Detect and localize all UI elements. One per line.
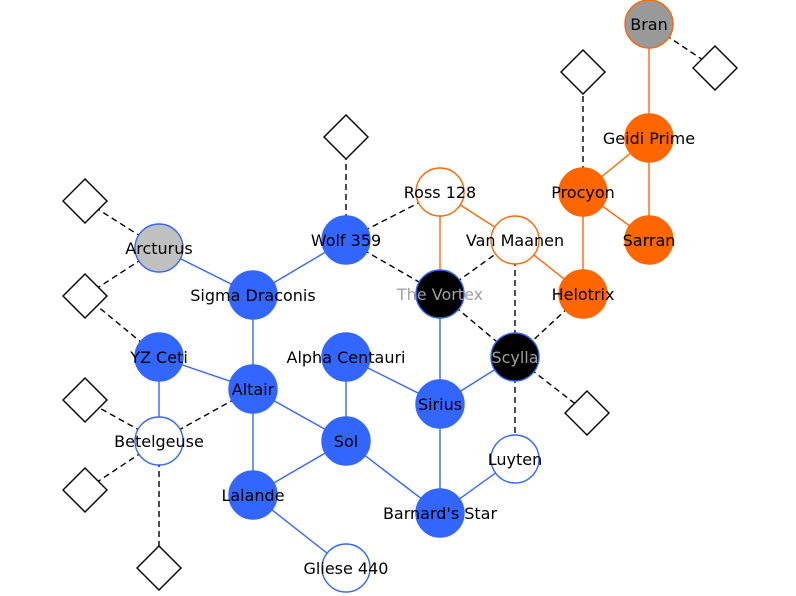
system-label-barnard: Barnard's Star <box>383 504 498 523</box>
system-node-scylla[interactable] <box>490 332 540 382</box>
system-label-vortex: The Vortex <box>396 285 483 304</box>
system-node-procyon[interactable] <box>558 167 608 217</box>
unknown-system-diamond-u-betel-3[interactable] <box>136 545 182 591</box>
system-node-sigma[interactable] <box>228 270 278 320</box>
system-node-sol[interactable] <box>321 416 371 466</box>
system-procyon[interactable]: Procyon <box>551 167 615 217</box>
system-node-gliese[interactable] <box>321 543 371 593</box>
system-node-luyten[interactable] <box>490 434 540 484</box>
system-label-sarran: Sarran <box>623 231 676 250</box>
unknown-system-diamond-u-betel-2[interactable] <box>62 467 108 513</box>
unknown-system-diamond-u-scylla[interactable] <box>564 390 610 436</box>
unknown-system-diamond-u-bran[interactable] <box>692 45 738 91</box>
system-label-arcturus: Arcturus <box>125 239 192 258</box>
system-sirius[interactable]: Sirius <box>415 379 465 429</box>
system-wolf[interactable]: Wolf 359 <box>311 215 381 265</box>
system-node-sarran[interactable] <box>624 215 674 265</box>
lane-wolf-ross <box>345 191 441 241</box>
system-vanmaanen[interactable]: Van Maanen <box>466 215 564 265</box>
system-label-yzceti: YZ Ceti <box>129 348 188 367</box>
system-scylla[interactable]: Scylla <box>490 332 540 382</box>
system-vortex[interactable]: The Vortex <box>396 269 483 319</box>
system-label-lalande: Lalande <box>221 486 284 505</box>
system-alphacen[interactable]: Alpha Centauri <box>287 332 406 382</box>
system-label-scylla: Scylla <box>491 348 538 367</box>
system-label-wolf: Wolf 359 <box>311 231 381 250</box>
system-node-wolf[interactable] <box>321 215 371 265</box>
system-label-gliese: Gliese 440 <box>304 559 389 578</box>
system-label-luyten: Luyten <box>488 450 543 469</box>
unknown-system-diamond-u-betel-1[interactable] <box>62 377 108 423</box>
system-node-ross[interactable] <box>415 167 465 217</box>
system-node-helotrix[interactable] <box>558 269 608 319</box>
system-node-lalande[interactable] <box>228 470 278 520</box>
system-node-vortex[interactable] <box>415 269 465 319</box>
system-label-altair: Altair <box>232 380 275 399</box>
system-node-betelgeuse[interactable] <box>134 416 184 466</box>
unknown-system-diamond-u-yzceti[interactable] <box>62 273 108 319</box>
system-label-geidi: Geidi Prime <box>603 129 695 148</box>
system-barnard[interactable]: Barnard's Star <box>383 488 498 538</box>
system-label-procyon: Procyon <box>551 183 615 202</box>
system-node-alphacen[interactable] <box>321 332 371 382</box>
system-label-betelgeuse: Betelgeuse <box>114 432 204 451</box>
system-geidi[interactable]: Geidi Prime <box>603 113 695 163</box>
unknown-system-diamond-u-arcturus[interactable] <box>62 178 108 224</box>
system-node-arcturus[interactable] <box>134 223 184 273</box>
system-label-sol: Sol <box>334 432 358 451</box>
system-node-geidi[interactable] <box>624 113 674 163</box>
system-node-vanmaanen[interactable] <box>490 215 540 265</box>
lane-altair-betelgeuse <box>158 388 254 442</box>
unknown-system-diamond-u-procyon[interactable] <box>560 49 606 95</box>
system-yzceti[interactable]: YZ Ceti <box>129 332 188 382</box>
system-node-barnard[interactable] <box>415 488 465 538</box>
system-label-sigma: Sigma Draconis <box>190 286 315 305</box>
system-sigma[interactable]: Sigma Draconis <box>190 270 316 320</box>
system-sol[interactable]: Sol <box>321 416 371 466</box>
unknown-system-layer <box>62 45 738 591</box>
system-node-sirius[interactable] <box>415 379 465 429</box>
system-label-alphacen: Alpha Centauri <box>287 348 406 367</box>
system-node-yzceti[interactable] <box>134 332 184 382</box>
system-label-sirius: Sirius <box>418 395 462 414</box>
system-helotrix[interactable]: Helotrix <box>552 269 615 319</box>
system-label-vanmaanen: Van Maanen <box>466 231 564 250</box>
unknown-system-diamond-u-wolf[interactable] <box>323 114 369 160</box>
system-node-altair[interactable] <box>228 364 278 414</box>
system-betelgeuse[interactable]: Betelgeuse <box>114 416 204 466</box>
system-label-bran: Bran <box>630 15 668 34</box>
system-label-helotrix: Helotrix <box>552 285 615 304</box>
system-node-bran[interactable] <box>624 0 674 49</box>
system-lalande[interactable]: Lalande <box>221 470 285 520</box>
system-luyten[interactable]: Luyten <box>488 434 543 484</box>
system-ross[interactable]: Ross 128 <box>404 167 476 217</box>
system-gliese[interactable]: Gliese 440 <box>304 543 389 593</box>
system-label-ross: Ross 128 <box>404 183 476 202</box>
system-altair[interactable]: Altair <box>228 364 278 414</box>
system-arcturus[interactable]: Arcturus <box>125 223 193 273</box>
system-sarran[interactable]: Sarran <box>623 215 676 265</box>
system-bran[interactable]: Bran <box>624 0 674 49</box>
